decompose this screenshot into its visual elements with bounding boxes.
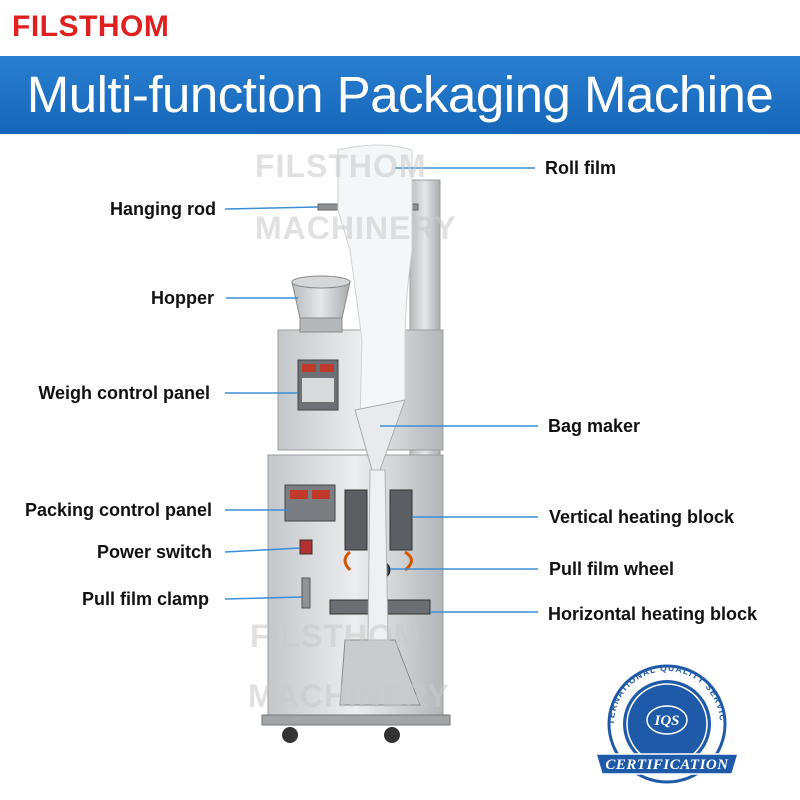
caster-right xyxy=(384,727,400,743)
watermark-3: FILSTHOM xyxy=(250,618,422,654)
label-pull-film-wheel: Pull film wheel xyxy=(549,559,675,579)
label-hanging-rod: Hanging rod xyxy=(110,199,216,219)
pull-film-clamp xyxy=(301,577,311,609)
vertical-heating-block-left xyxy=(344,489,368,551)
watermark-2: MACHINERY xyxy=(255,210,457,246)
forming-tube xyxy=(367,469,389,641)
brand-logo-text: FILSTHOM xyxy=(12,10,170,43)
power-switch xyxy=(299,539,313,555)
leader-pull-film-clamp xyxy=(224,596,303,600)
label-hopper: Hopper xyxy=(151,288,214,308)
banner-title: Multi-function Packaging Machine xyxy=(26,66,774,123)
label-vertical-heating-block: Vertical heating block xyxy=(549,507,735,527)
seal-ribbon-text: CERTIFICATION xyxy=(605,757,729,773)
seal-center-text: IQS xyxy=(653,713,679,729)
watermark-4: MACHINERY xyxy=(248,678,450,714)
label-power-switch: Power switch xyxy=(96,542,212,562)
label-packing-control-panel: Packing control panel xyxy=(24,500,212,520)
label-bag-maker: Bag maker xyxy=(548,416,641,436)
machine-base xyxy=(261,714,451,726)
watermark-1: FILSTHOM xyxy=(255,148,427,184)
leader-hanging-rod xyxy=(224,206,319,210)
seal-ribbon xyxy=(594,753,740,775)
label-roll-film: Roll film xyxy=(545,158,616,178)
iqs-certification-seal: INTERNATIONAL QUALITY SERVICES IQS CERTI… xyxy=(592,662,740,784)
leader-power-switch xyxy=(224,547,301,553)
label-pull-film-clamp: Pull film clamp xyxy=(81,589,209,609)
title-banner: Multi-function Packaging Machine xyxy=(0,56,800,134)
label-weigh-control-panel: Weigh control panel xyxy=(38,383,210,403)
vertical-heating-block-right xyxy=(389,489,413,551)
caster-left xyxy=(282,727,298,743)
label-horizontal-heating-block: Horizontal heating block xyxy=(548,604,758,624)
